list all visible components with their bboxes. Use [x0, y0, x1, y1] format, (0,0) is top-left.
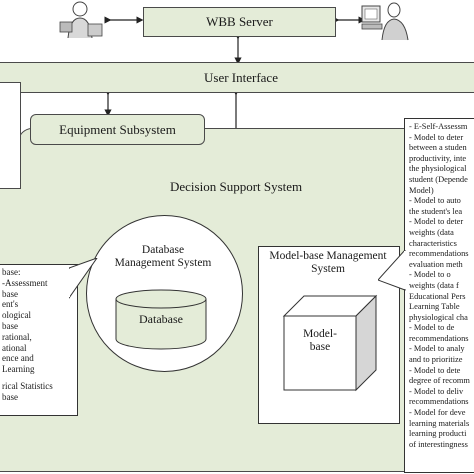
model-list-line: recommendations [409, 397, 469, 407]
model-list-line: Educational Pers [409, 291, 466, 301]
model-list-line: - Model to analy [409, 344, 465, 354]
model-list-line: Learning Table [409, 302, 460, 312]
model-list-line: weights (data [409, 227, 454, 237]
model-list-line: - Model to o [409, 270, 451, 280]
left-side-bracket [0, 82, 21, 189]
dbms-title: Database Management System [88, 244, 238, 270]
model-list-line: - Model to auto [409, 196, 461, 206]
database-list-line: base [2, 288, 18, 299]
equipment-subsystem-box[interactable]: Equipment Subsystem [30, 114, 205, 145]
left-note-pointer [69, 258, 98, 299]
database-list-line: rical Statistics [2, 380, 53, 391]
mbms-title-line1: Model-base Management [269, 250, 387, 262]
model-list-line: student (Depende [409, 174, 468, 184]
model-list-note: - E-Self-Assessm - Model to deter betwee… [404, 118, 474, 473]
model-list-line: recommendations [409, 333, 469, 343]
database-list-note: base: -Assessment base ent's ological ba… [0, 264, 78, 416]
wbb-server-box[interactable]: WBB Server [143, 7, 336, 37]
database-list-line: base [2, 320, 18, 331]
database-list-line: ological [2, 310, 31, 321]
model-list-line: - Model to dete [409, 365, 461, 375]
left-user-figure-icon [59, 1, 103, 39]
model-list-line: the student's lea [409, 206, 463, 216]
dbms-title-line1: Database [141, 244, 185, 256]
model-list-line: and to prioritize [409, 355, 463, 365]
model-list-line: recommendations [409, 249, 469, 259]
database-list-line: -Assessment [2, 277, 48, 288]
model-base-label: Model- base [284, 328, 356, 354]
right-user-figure-icon [361, 2, 409, 41]
model-list-line: Model) [409, 185, 434, 195]
database-list-line: ence and [2, 353, 34, 364]
model-list-line: learning producti [409, 429, 467, 439]
model-list-line: - Model to de [409, 323, 455, 333]
dss-title: Decision Support System [170, 179, 303, 194]
equipment-subsystem-label: Equipment Subsystem [59, 122, 176, 137]
dbms-title-line2: Management System [114, 257, 212, 269]
model-list-line: - E-Self-Assessm [409, 122, 468, 131]
user-interface-band[interactable]: User Interface [0, 62, 474, 93]
model-list-line: of interestingness [409, 439, 468, 449]
model-list-line: degree of recomm [409, 376, 470, 386]
model-list-line: - Model for deve [409, 408, 466, 418]
model-list-line: the physiological [409, 164, 467, 174]
user-interface-label: User Interface [204, 70, 278, 85]
model-list-line: weights (data f [409, 280, 459, 290]
model-list-line: physiological cha [409, 312, 468, 322]
database-list-line: base [2, 391, 18, 402]
model-list-line: productivity, inte [409, 153, 467, 163]
model-base-label-line1: Model- [303, 328, 337, 340]
model-list-line: - Model to deter [409, 217, 464, 227]
database-label: Database [139, 312, 183, 326]
wbb-server-label: WBB Server [206, 14, 273, 29]
model-base-cube-icon[interactable] [282, 294, 378, 392]
database-list-line: ent's [2, 299, 19, 310]
database-list-line: rational, [2, 331, 32, 342]
mbms-title: Model-base Management System [258, 250, 398, 276]
database-list-line: ational [2, 342, 27, 353]
model-list-line: between a studen [409, 143, 467, 153]
model-list-line: - Model to deliv [409, 386, 464, 396]
model-list-line: characteristics [409, 238, 457, 248]
database-cylinder-icon[interactable] [114, 289, 208, 351]
mbms-title-line2: System [311, 263, 345, 275]
model-list-line: learning materials [409, 418, 470, 428]
model-list-line: - Model to deter [409, 132, 464, 142]
right-note-pointer [378, 250, 406, 291]
model-base-label-line2: base [309, 341, 331, 353]
database-list-line: base: [2, 267, 21, 277]
model-list-line: evaluation meth [409, 259, 463, 269]
database-list-line: Learning [2, 364, 35, 375]
